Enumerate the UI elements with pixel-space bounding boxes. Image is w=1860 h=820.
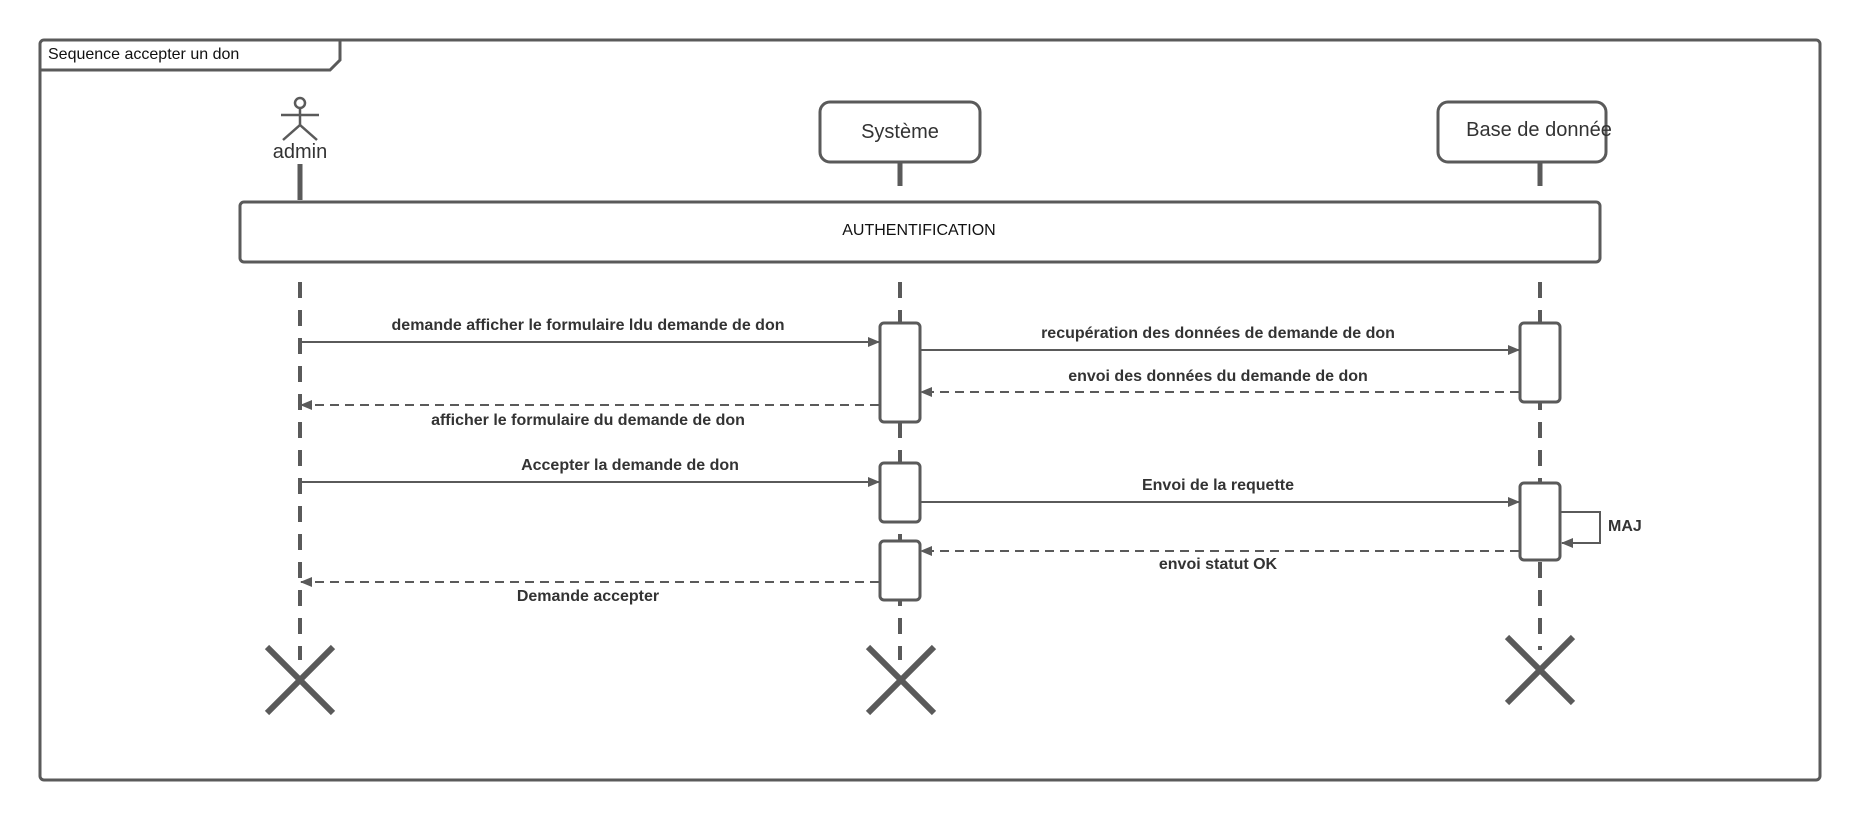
actor-admin: admin xyxy=(273,96,327,163)
ref-fragment-authentification: AUTHENTIFICATION xyxy=(238,200,1602,264)
lifeline-head-db: Base de donnée xyxy=(1436,100,1612,164)
activation-db-2 xyxy=(1518,481,1562,562)
message-label-m5: Accepter la demande de don xyxy=(521,457,739,474)
messages: demande afficher le formulaire ldu deman… xyxy=(300,317,1642,605)
db-box xyxy=(1436,100,1608,164)
activation-system-3 xyxy=(878,539,922,602)
message-label-m8: envoi statut OK xyxy=(1159,556,1278,573)
system-box xyxy=(818,100,982,164)
activation-bars xyxy=(878,321,1562,602)
actor-left-leg xyxy=(282,124,301,141)
actor-head xyxy=(293,96,307,110)
message-label-m3: envoi des données du demande de don xyxy=(1068,368,1368,385)
ref-fragment-box xyxy=(238,200,1602,264)
ref-fragment-label: AUTHENTIFICATION xyxy=(842,222,995,239)
message-label-m1: demande afficher le formulaire ldu deman… xyxy=(392,317,785,334)
frame-border xyxy=(38,38,1822,782)
frame-title: Sequence accepter un don xyxy=(48,46,239,63)
message-label-m6: Envoi de la requette xyxy=(1142,477,1294,494)
destroy-system-icon xyxy=(865,644,937,716)
activation-system-2 xyxy=(878,461,922,524)
destruction-markers xyxy=(264,634,1576,716)
db-label: Base de donnée xyxy=(1466,119,1612,141)
frame-title-tab xyxy=(40,40,342,72)
diagram-frame: Sequence accepter un don xyxy=(38,38,1822,782)
lifeline-head-system: Système xyxy=(818,100,982,164)
message-label-m9: Demande accepter xyxy=(517,588,659,605)
system-label: Système xyxy=(861,121,939,143)
activation-system-1 xyxy=(878,321,922,424)
actor-admin-label: admin xyxy=(273,141,327,163)
destroy-admin-icon xyxy=(264,644,336,716)
message-arrow-m7 xyxy=(1561,511,1601,548)
message-label-m2: recupération des données de demande de d… xyxy=(1041,325,1395,342)
destroy-db-icon xyxy=(1504,634,1576,706)
actor-right-leg xyxy=(299,124,318,141)
message-label-m7: MAJ xyxy=(1608,518,1642,535)
message-label-m4: afficher le formulaire du demande de don xyxy=(431,412,745,429)
activation-db-1 xyxy=(1518,321,1562,404)
